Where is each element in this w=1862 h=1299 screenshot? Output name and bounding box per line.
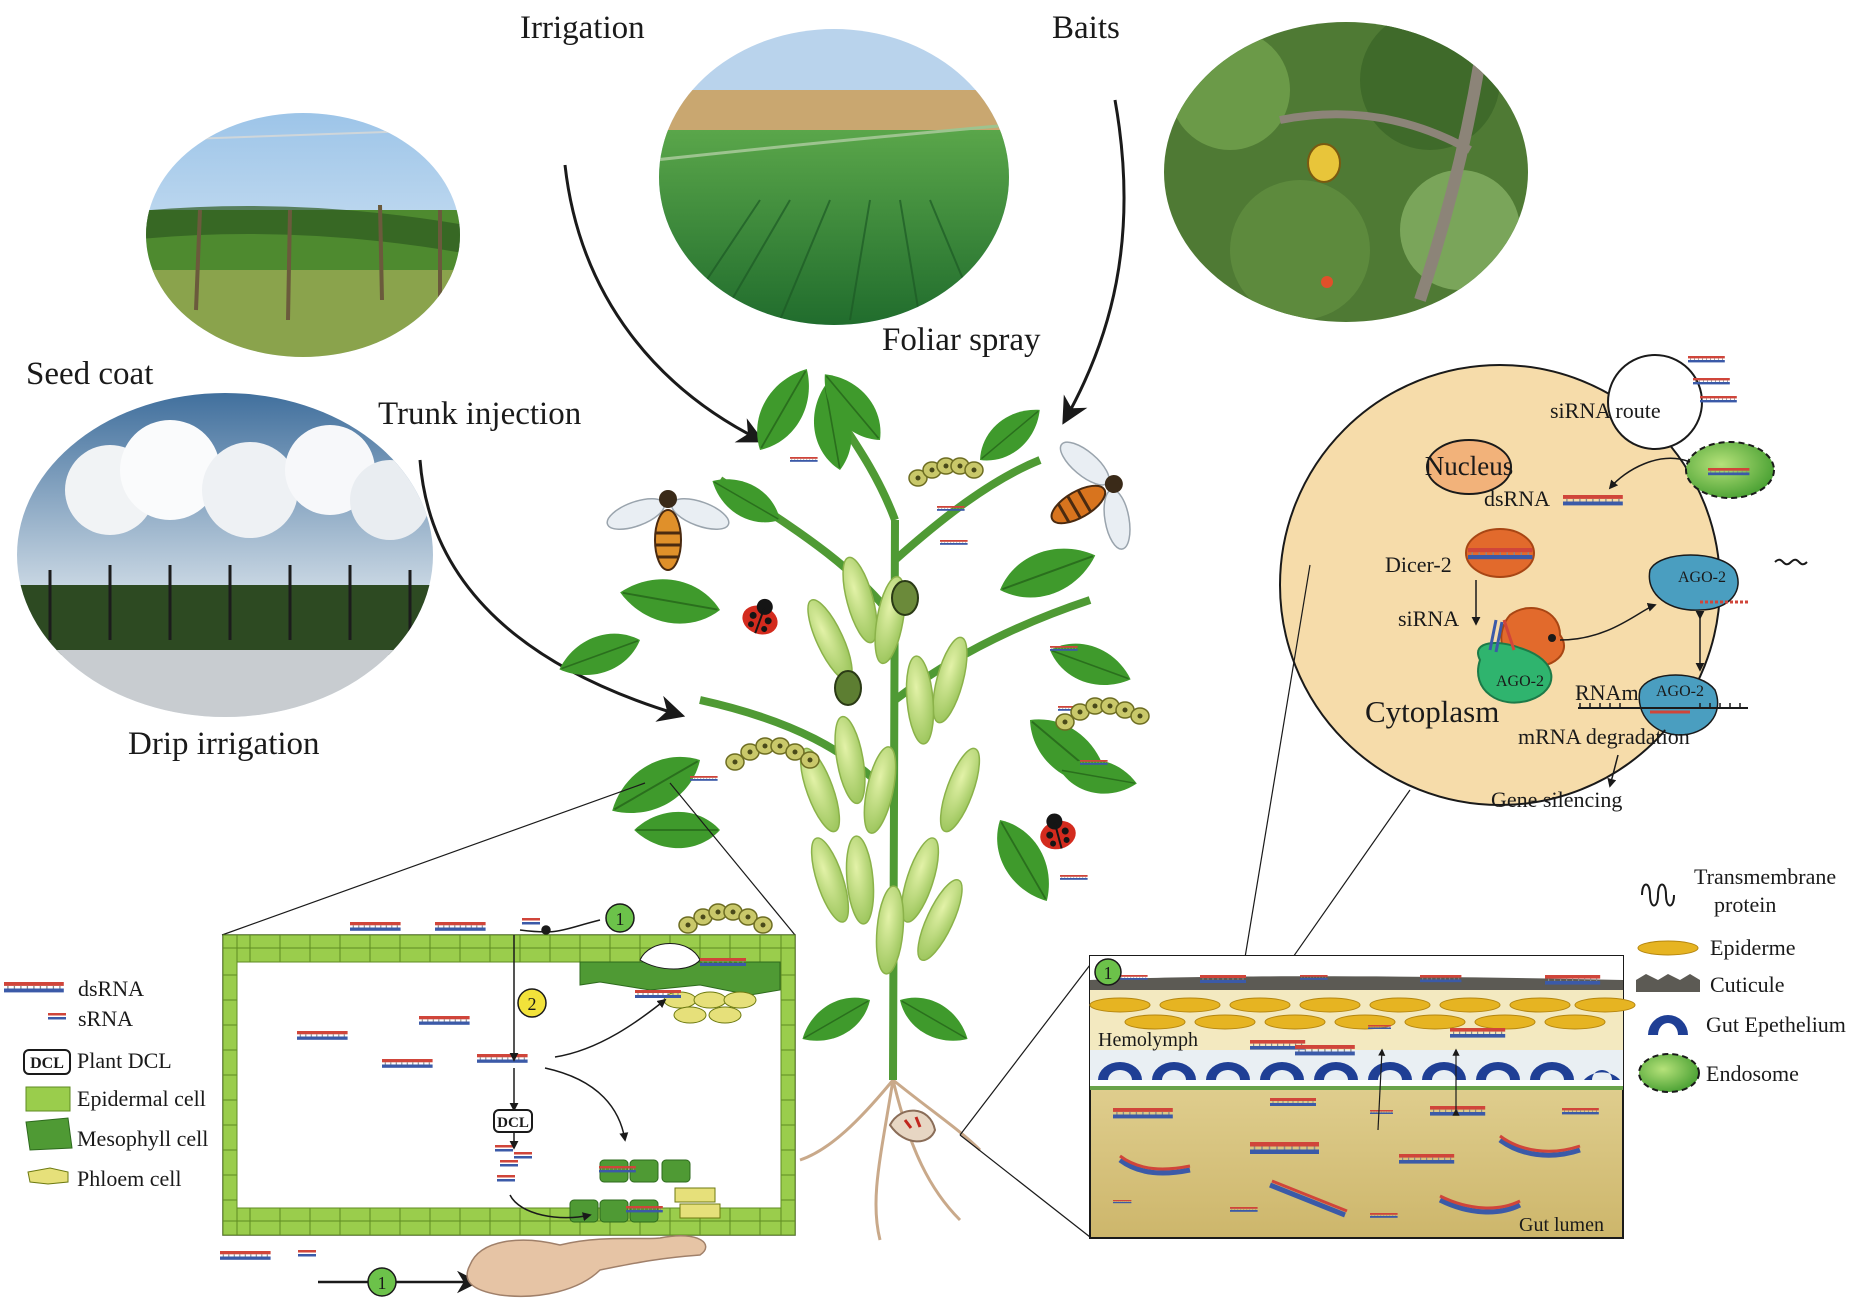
roots bbox=[799, 1078, 982, 1241]
legend-srna-swatch bbox=[48, 1013, 66, 1020]
svg-text:1: 1 bbox=[378, 1273, 387, 1293]
label-dsrna: dsRNA bbox=[1484, 486, 1550, 511]
legend-dcl-badge: DCL bbox=[23, 1049, 71, 1075]
nucleus bbox=[1426, 439, 1512, 495]
dcl-badge-leaf: DCL bbox=[493, 1109, 533, 1133]
step-1-top: 1 bbox=[605, 903, 635, 933]
label-rnam: RNAm bbox=[1575, 680, 1639, 705]
label-baits: Baits bbox=[1052, 10, 1120, 46]
svg-text:DCL: DCL bbox=[497, 1115, 529, 1131]
label-foliar-spray: Foliar spray bbox=[882, 322, 1041, 358]
label-irrigation: Irrigation bbox=[520, 10, 645, 46]
root-larva bbox=[888, 1109, 937, 1143]
ladybug-2 bbox=[1033, 808, 1081, 855]
legend-epiderme-swatch bbox=[1637, 940, 1699, 956]
label-ago2-active: AGO-2 bbox=[1678, 569, 1726, 586]
gut-step-1: 1 bbox=[1094, 958, 1122, 986]
bee-left bbox=[606, 490, 730, 571]
caterpillar-on-leaf bbox=[678, 903, 773, 934]
ago2-mrna-complex: AGO-2 bbox=[1578, 674, 1748, 736]
legend-endosome-swatch bbox=[1638, 1053, 1700, 1093]
label-seed-coat: Seed coat bbox=[26, 356, 153, 392]
label-mrna-degradation: mRNA degradation bbox=[1518, 724, 1690, 749]
step-1-bottom: 1 bbox=[367, 1267, 397, 1297]
legend-epidermal-label: Epidermal cell bbox=[77, 1086, 206, 1111]
legend-gut-epithelium-label: Gut Epethelium bbox=[1706, 1012, 1846, 1037]
risc-loading: AGO-2 bbox=[1477, 606, 1565, 704]
soybean-plant bbox=[552, 358, 1150, 1241]
ladybug-1 bbox=[737, 592, 786, 641]
label-nucleus: Nucleus bbox=[1425, 451, 1513, 481]
label-dicer2: Dicer-2 bbox=[1385, 552, 1452, 577]
label-gene-silencing: Gene silencing bbox=[1491, 787, 1622, 812]
legend-cuticule-label: Cuticule bbox=[1710, 972, 1785, 997]
insect-cell: siRNA route Nucleus dsRNA Dicer-2 siRNA … bbox=[1279, 354, 1808, 812]
legend-dsrna-label: dsRNA bbox=[78, 976, 144, 1001]
legend-srna-label: sRNA bbox=[78, 1006, 133, 1031]
dicer2-complex bbox=[1465, 528, 1535, 578]
phloem-top bbox=[663, 991, 757, 1024]
caterpillar-right bbox=[1055, 697, 1150, 731]
label-ago2-risc: AGO-2 bbox=[1496, 673, 1544, 690]
legend-phloem-label: Phloem cell bbox=[77, 1166, 181, 1191]
stink-bug-2 bbox=[834, 670, 862, 706]
transmembrane-protein-in-cell bbox=[1774, 558, 1808, 566]
irrigation-arrow bbox=[563, 164, 765, 443]
bait-trap-photo bbox=[1164, 22, 1528, 322]
legend-mesophyll-swatch bbox=[25, 1117, 73, 1151]
phloem-lower bbox=[674, 1187, 721, 1219]
leaf-legend: dsRNA sRNA DCL Plant DCL Epidermal cell … bbox=[3, 976, 208, 1191]
legend-transmembrane-label-2: protein bbox=[1714, 892, 1776, 917]
legend-epiderme-label: Epiderme bbox=[1710, 935, 1796, 960]
legend-transmembrane-label-1: Transmembrane bbox=[1694, 864, 1836, 889]
vineyard-photo bbox=[146, 113, 460, 357]
corn-field-photo bbox=[659, 29, 1009, 325]
caterpillar-left bbox=[725, 737, 820, 771]
ago2-active: AGO-2 bbox=[1648, 554, 1750, 611]
legend-epidermal-swatch bbox=[25, 1086, 71, 1112]
step-2: 2 bbox=[517, 988, 547, 1018]
label-cytoplasm: Cytoplasm bbox=[1365, 694, 1499, 729]
legend-phloem-swatch bbox=[27, 1167, 69, 1185]
legend-cuticule-swatch bbox=[1636, 974, 1700, 992]
curved-dsrna-in-gut bbox=[1118, 1134, 1581, 1218]
baits-arrow bbox=[1062, 99, 1126, 425]
svg-text:DCL: DCL bbox=[30, 1055, 64, 1072]
gut-epithelium-layer bbox=[1098, 1062, 1620, 1080]
leaf-cell-lower bbox=[466, 1235, 707, 1298]
stem bbox=[699, 417, 1092, 1081]
stink-bug-1 bbox=[891, 580, 919, 616]
delivery-arrows bbox=[418, 99, 1126, 722]
label-sirna: siRNA bbox=[1398, 606, 1459, 631]
caterpillar-top bbox=[908, 457, 984, 487]
legend-transmembrane-swatch bbox=[1641, 883, 1675, 907]
label-drip-irrigation: Drip irrigation bbox=[128, 726, 320, 762]
label-gut-lumen: Gut lumen bbox=[1519, 1214, 1604, 1236]
svg-text:2: 2 bbox=[528, 994, 537, 1014]
legend-mesophyll-label: Mesophyll cell bbox=[77, 1126, 208, 1151]
drip-irrigation-photo bbox=[17, 393, 433, 717]
label-hemolymph: Hemolymph bbox=[1098, 1029, 1198, 1051]
legend-dsrna-swatch bbox=[3, 981, 65, 994]
gut-cross-section: 1 Hemolymph Gut lumen bbox=[1089, 955, 1636, 1239]
leaf-cross-section: DCL 1 2 1 bbox=[219, 903, 796, 1298]
legend-plant-dcl-label: Plant DCL bbox=[77, 1048, 172, 1073]
trunk-injection-arrow bbox=[418, 459, 686, 722]
soybean-pods bbox=[791, 553, 989, 976]
bee-right bbox=[1050, 441, 1131, 550]
svg-text:1: 1 bbox=[616, 909, 625, 929]
legend-gut-epithelium-swatch bbox=[1648, 1015, 1688, 1035]
label-trunk-injection: Trunk injection bbox=[378, 396, 581, 432]
label-ago2-mrna: AGO-2 bbox=[1656, 683, 1704, 700]
svg-text:1: 1 bbox=[1104, 963, 1113, 983]
gut-legend: Transmembrane protein Epiderme Cuticule … bbox=[1636, 864, 1846, 1093]
legend-endosome-label: Endosome bbox=[1706, 1061, 1799, 1086]
caterpillar-feeding-line bbox=[519, 919, 601, 933]
label-sirna-route: siRNA route bbox=[1550, 398, 1661, 423]
